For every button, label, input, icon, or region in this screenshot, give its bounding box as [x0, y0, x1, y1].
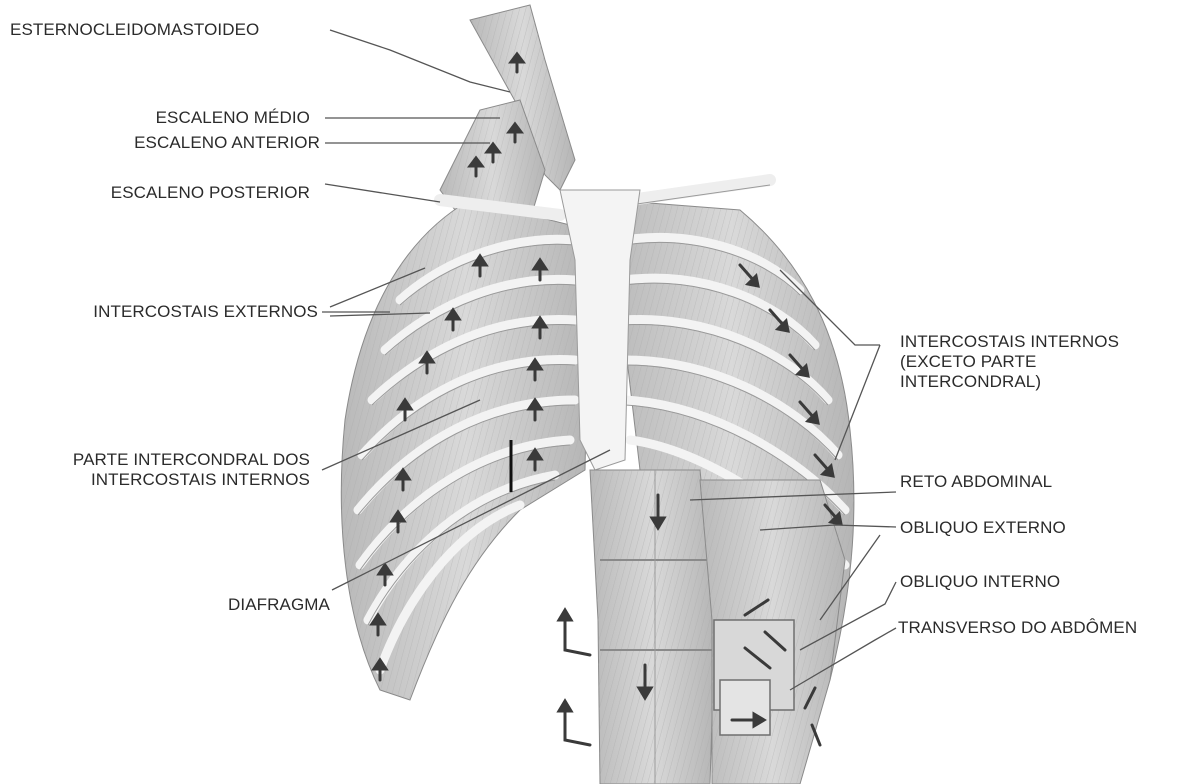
label-obliquo-externo: OBLIQUO EXTERNO: [900, 518, 1066, 538]
label-escaleno-anterior: ESCALENO ANTERIOR: [10, 133, 320, 153]
label-escaleno-posterior: ESCALENO POSTERIOR: [10, 183, 310, 203]
label-parte-intercondral-line2: INTERCOSTAIS INTERNOS: [10, 470, 310, 490]
label-diafragma: DIAFRAGMA: [10, 595, 330, 615]
label-intercostais-internos-line2: (EXCETO PARTE: [900, 352, 1119, 372]
transverse-window: [720, 680, 770, 735]
label-intercostais-internos-line3: INTERCONDRAL): [900, 372, 1119, 392]
label-reto-abdominal: RETO ABDOMINAL: [900, 472, 1052, 492]
label-transverso-do-abdomen: TRANSVERSO DO ABDÔMEN: [898, 618, 1137, 638]
label-intercostais-internos: INTERCOSTAIS INTERNOS (EXCETO PARTE INTE…: [900, 332, 1119, 392]
label-obliquo-interno: OBLIQUO INTERNO: [900, 572, 1060, 592]
label-escaleno-medio: ESCALENO MÉDIO: [10, 108, 310, 128]
right-clavicle: [630, 180, 770, 200]
label-intercostais-externos: INTERCOSTAIS EXTERNOS: [10, 302, 318, 322]
label-parte-intercondral-line1: PARTE INTERCONDRAL DOS: [10, 450, 310, 470]
label-intercostais-internos-line1: INTERCOSTAIS INTERNOS: [900, 332, 1119, 352]
label-parte-intercondral: PARTE INTERCONDRAL DOS INTERCOSTAIS INTE…: [10, 450, 310, 490]
label-esternocleidomastoideo: ESTERNOCLEIDOMASTOIDEO: [10, 20, 259, 40]
